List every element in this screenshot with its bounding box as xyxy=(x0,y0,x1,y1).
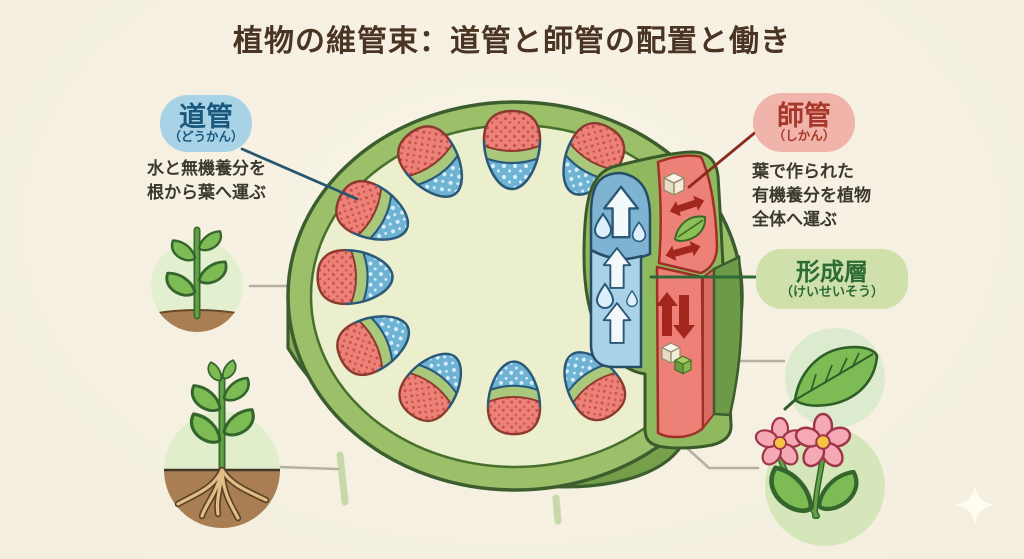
phloem-description: 葉で作られた 有機養分を植物 全体へ運ぶ xyxy=(752,162,871,230)
xylem-description: 水と無機養分を 根から葉へ運ぶ xyxy=(147,159,266,203)
plant-roots-icon xyxy=(164,359,280,528)
xylem-pointer-line xyxy=(240,147,359,201)
phloem-pointer-line xyxy=(687,129,759,189)
phloem-label-badge: 師管 （しかん） xyxy=(753,93,855,152)
side-highlight xyxy=(336,451,349,506)
connector-line-roots xyxy=(277,465,340,471)
roots xyxy=(174,466,270,522)
phloem-back-panel xyxy=(702,267,715,431)
cambium-reading: （けいせいそう） xyxy=(779,283,884,299)
xylem-term: 道管 xyxy=(179,101,233,132)
cambium-label-badge: 形成層 （けいせいそう） xyxy=(756,249,908,309)
phloem-reading: （しかん） xyxy=(772,129,836,144)
sugar-cube-icon xyxy=(663,172,685,196)
flower-icon xyxy=(752,412,885,546)
cutaway-section xyxy=(582,150,743,450)
rim-cut-face xyxy=(712,255,743,417)
plant-sprout-icon xyxy=(151,226,243,332)
sugar-cube-green-icon xyxy=(674,355,692,375)
cambium-term: 形成層 xyxy=(796,258,868,286)
page-title: 植物の維管束：道管と師管の配置と働き xyxy=(233,25,791,58)
leaf-icon-large xyxy=(783,328,885,428)
leaf-icon xyxy=(188,383,225,414)
phloem-term: 師管 xyxy=(777,100,831,131)
xylem-label-badge: 道管 （どうかん） xyxy=(160,95,252,152)
xylem-reading: （どうかん） xyxy=(168,130,244,145)
side-highlight xyxy=(552,494,562,525)
leaf-icon xyxy=(219,376,253,403)
connector-line-flower xyxy=(686,447,760,470)
sparkle-watermark-icon xyxy=(954,484,996,526)
